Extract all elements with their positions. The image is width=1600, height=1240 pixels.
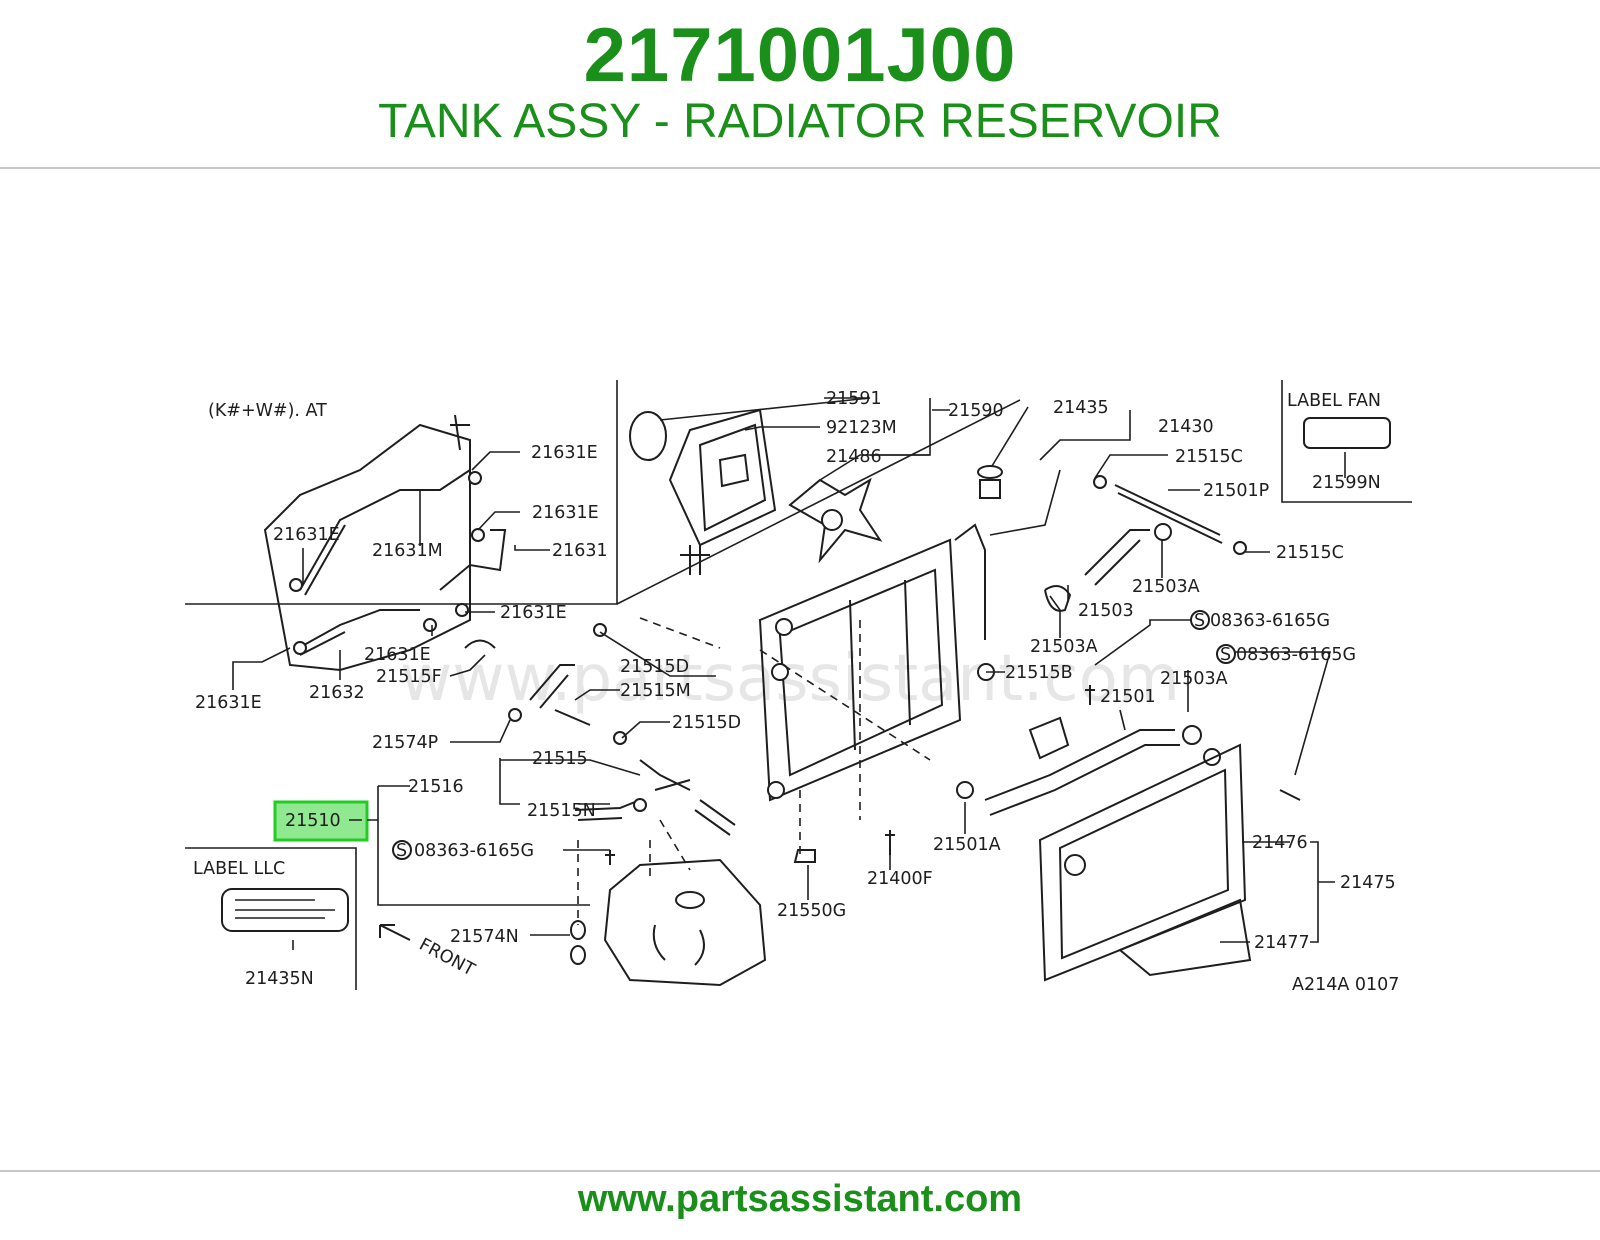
part-name-subtitle: TANK ASSY - RADIATOR RESERVOIR [378, 95, 1222, 148]
callout-21475: 21475 [1340, 873, 1396, 893]
part-number-title: 2171001J00 [583, 13, 1017, 98]
callout-21501: 21501 [1100, 687, 1156, 707]
callout-21574N: 21574N [450, 927, 519, 947]
fan-motor-assembly [629, 408, 883, 575]
callout-08363-6165G-b: 08363-6165G [1236, 645, 1356, 665]
callout-21631E-b: 21631E [532, 503, 599, 523]
fan-shroud [1038, 743, 1252, 982]
callout-21632: 21632 [309, 683, 365, 703]
callout-21503A-c: 21503A [1160, 669, 1228, 689]
svg-text:S: S [396, 841, 407, 861]
callout-21503A-a: 21503A [1132, 577, 1200, 597]
callout-21631E-c: 21631E [273, 525, 340, 545]
callout-08363-6165G-c: 08363-6165G [414, 841, 534, 861]
label-fan-box [1281, 380, 1412, 503]
bolt-s-symbols: S S S [392, 610, 1236, 861]
header-divider [0, 167, 1600, 169]
front-arrow-icon [379, 924, 411, 941]
upper-hose-assembly [956, 465, 1301, 816]
callout-21515D-a: 21515D [620, 657, 689, 677]
oil-cooler-hose-assembly [263, 414, 507, 672]
figure-code: A214A 0107 [1292, 975, 1399, 995]
callout-21631E-a: 21631E [531, 443, 598, 463]
callout-21501A: 21501A [933, 835, 1001, 855]
diagram-panel [185, 332, 1415, 997]
label-fan-graphic [1303, 417, 1391, 449]
callout-21503A-b: 21503A [1030, 637, 1098, 657]
callout-21550G: 21550G [777, 901, 846, 921]
callout-21591: 21591 [826, 389, 882, 409]
callout-92123M: 92123M [826, 418, 897, 438]
callout-21631E-f: 21631E [195, 693, 262, 713]
callout-21631E-d: 21631E [500, 603, 567, 623]
callout-21515D-b: 21515D [672, 713, 741, 733]
callout-21435N: 21435N [245, 969, 314, 989]
model-note: (K#+W#). AT [208, 401, 327, 421]
callout-21503: 21503 [1078, 601, 1134, 621]
callout-21510-highlighted: 21510 [285, 811, 341, 831]
callout-21515: 21515 [532, 749, 588, 769]
callout-21515C-b: 21515C [1276, 543, 1344, 563]
footer-divider [0, 1170, 1600, 1172]
label-llc-title: LABEL LLC [193, 859, 285, 879]
label-fan-title: LABEL FAN [1287, 391, 1381, 411]
callout-21515F: 21515F [376, 667, 442, 687]
callout-21476: 21476 [1252, 833, 1308, 853]
callout-21486: 21486 [826, 447, 882, 467]
highlight-box-21510 [273, 800, 369, 842]
callout-21516: 21516 [408, 777, 464, 797]
watermark-text: www.partsassistant.com [400, 642, 1180, 716]
callout-21400F: 21400F [867, 869, 933, 889]
section-diagonal [616, 399, 1021, 605]
callout-21515C-a: 21515C [1175, 447, 1243, 467]
callout-labels: (K#+W#). AT LABEL FAN 21599N LABEL LLC 2… [193, 389, 1399, 995]
callout-21574P: 21574P [372, 733, 438, 753]
callout-21599N: 21599N [1312, 473, 1381, 493]
callout-21631: 21631 [552, 541, 608, 561]
label-llc-lines [235, 899, 335, 919]
footer-url[interactable]: www.partsassistant.com [577, 1178, 1023, 1220]
callout-21515B: 21515B [1005, 663, 1073, 683]
callout-21631E-e: 21631E [364, 645, 431, 665]
svg-text:S: S [1194, 611, 1205, 631]
label-llc-box [185, 847, 357, 990]
leader-lines [232, 397, 1346, 950]
svg-text:S: S [1220, 645, 1231, 665]
callout-21515N: 21515N [527, 801, 596, 821]
callout-21477: 21477 [1254, 933, 1310, 953]
callout-21435: 21435 [1053, 398, 1109, 418]
callout-21430: 21430 [1158, 417, 1214, 437]
callout-21501P: 21501P [1203, 481, 1269, 501]
radiator-core [758, 523, 995, 802]
radiator-dash-guides [639, 617, 931, 860]
callout-21631M: 21631M [372, 541, 443, 561]
callout-21515M: 21515M [620, 681, 691, 701]
reservoir-tank [508, 623, 895, 987]
callout-21590: 21590 [948, 401, 1004, 421]
callout-08363-6165G-a: 08363-6165G [1210, 611, 1330, 631]
